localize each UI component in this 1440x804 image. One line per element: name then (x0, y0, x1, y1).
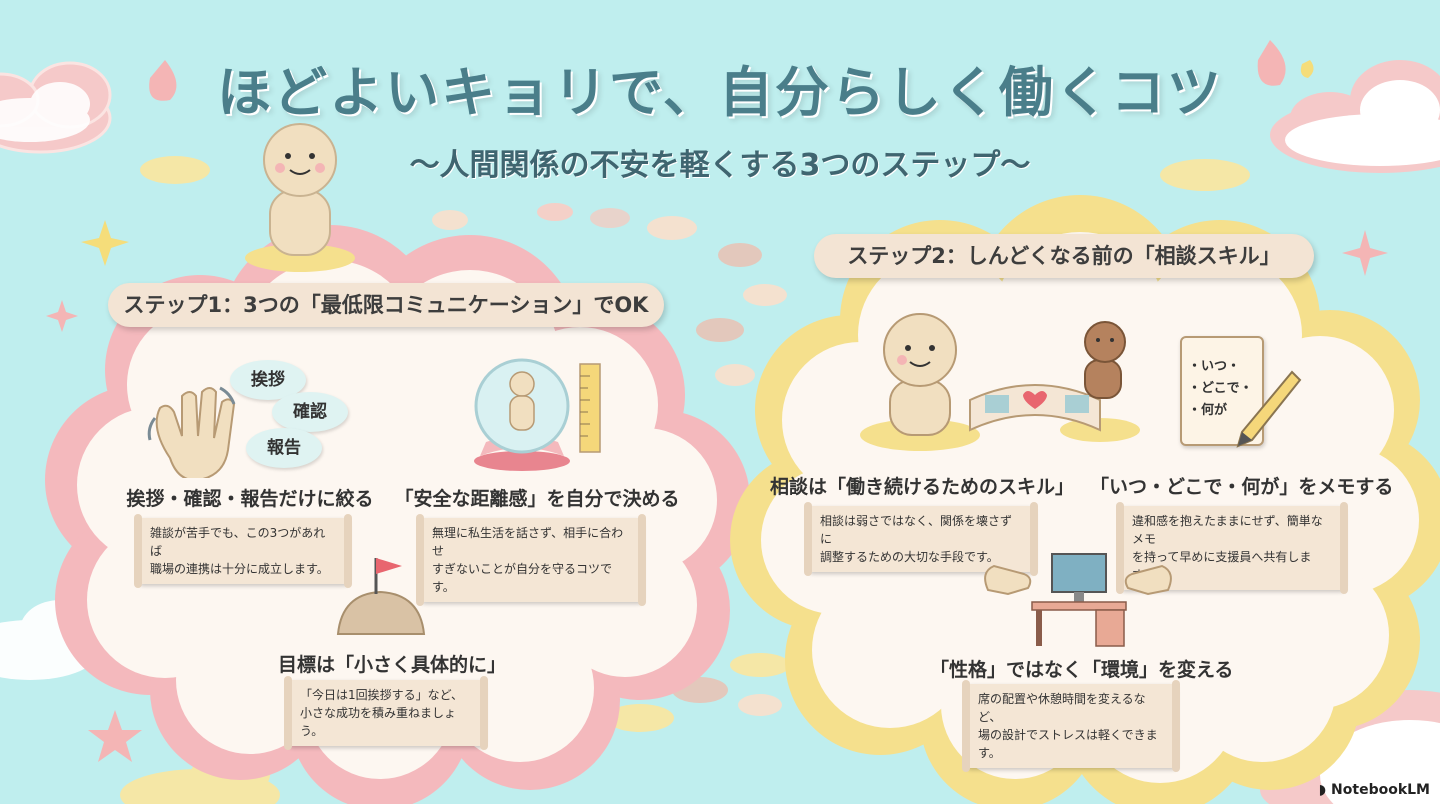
pencil-icon (1236, 370, 1302, 448)
flag-hill-icon (336, 558, 426, 635)
desk-computer-icon (984, 553, 1172, 647)
step1-item2-scroll: 無理に私生活を話さず、相手に合わせ すぎないことが自分を守るコツです。 (416, 514, 646, 606)
step2-item1-scroll: 相談は弱さではなく、関係を壊さずに 調整するための大切な手段です。 (804, 502, 1038, 576)
step1-item3-scroll: 「今日は1回挨拶する」など、 小さな成功を積み重ねましょう。 (284, 676, 488, 750)
notepad-pencil-icon: ・いつ・ ・どこで・ ・何が (1180, 336, 1302, 456)
step1-item3-label: 目標は「小さく具体的に」 (277, 654, 506, 676)
step2-item3-label: 「性格」ではなく「環境」を変える (930, 659, 1234, 681)
bubble-houkoku: 報告 (246, 428, 322, 468)
step2-heading: ステップ2：しんどくなる前の「相談スキル」 (814, 234, 1314, 278)
step1-item2-label: 「安全な距離感」を自分で決める (394, 488, 680, 510)
step2-item2-label: 「いつ・どこで・何が」をメモする (1090, 476, 1394, 498)
step2-item3-scroll: 席の配置や休憩時間を変えるなど、 場の設計でストレスは軽くできます。 (962, 680, 1180, 772)
step1-heading: ステップ1：3つの「最低限コミュニケーション」でOK (108, 283, 664, 327)
step1-item1-scroll: 雑談が苦手でも、この3つがあれば 職場の連携は十分に成立します。 (134, 514, 352, 588)
page-subtitle: ～人間関係の不安を軽くする3つのステップ～ (409, 148, 1031, 183)
bubble-kakunin: 確認 (272, 392, 348, 432)
snow-globe-ruler-icon (474, 358, 601, 471)
step2-item1-label: 相談は「働き続けるためのスキル」 (770, 476, 1075, 498)
step1-item1-label: 挨拶・確認・報告だけに絞る (126, 488, 374, 510)
page-title: ほどよいキョリで、自分らしく働くコツ (217, 61, 1223, 124)
notebook-icon: ◗ (1318, 782, 1327, 798)
waving-hand-icon (147, 386, 236, 478)
brand-logo: ◗ NotebookLM (1319, 782, 1430, 798)
bridge-people-icon (860, 313, 1140, 451)
notepad: ・いつ・ ・どこで・ ・何が (1180, 336, 1264, 446)
brand-name: NotebookLM (1331, 782, 1430, 798)
character-icon (245, 123, 355, 272)
